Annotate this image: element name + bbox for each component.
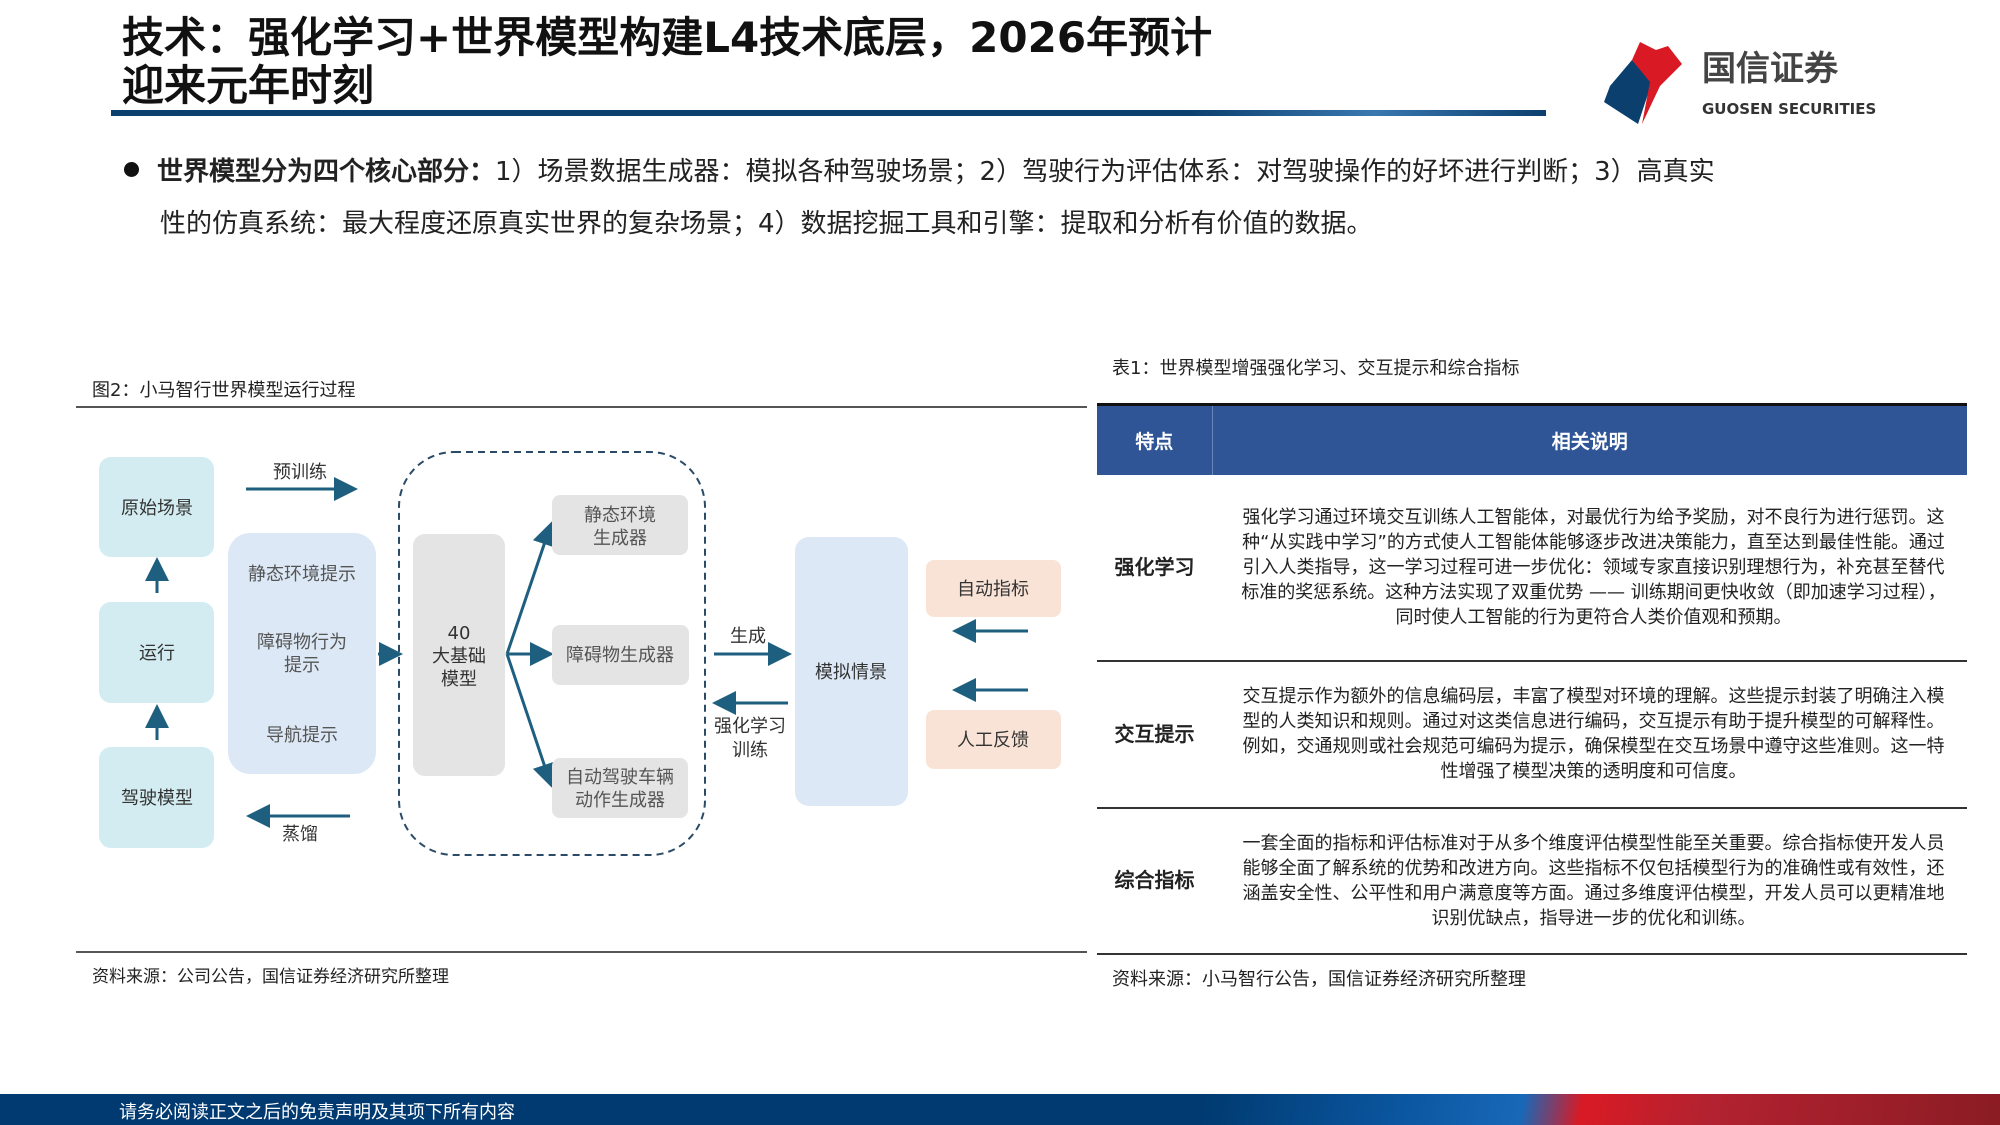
label-nav-prompt: 导航提示 xyxy=(266,725,338,746)
table-header-desc: 相关说明 xyxy=(1212,403,1967,475)
edge-label-generate: 生成 xyxy=(730,626,766,647)
label-run: 运行 xyxy=(139,643,175,664)
row-feature: 交互提示 xyxy=(1097,660,1212,809)
edge-label-distill: 蒸馏 xyxy=(282,824,318,845)
node-base-model xyxy=(413,534,505,776)
label-base-model-3: 模型 xyxy=(441,669,477,690)
table-row: 综合指标一套全面的指标和评估标准对于从多个维度评估模型性能至关重要。综合指标使开… xyxy=(1097,807,1967,955)
generator-group-border xyxy=(398,451,706,856)
label-static-gen-2: 生成器 xyxy=(593,528,647,549)
node-raw-scene xyxy=(99,457,214,557)
row-desc: 强化学习通过环境交互训练人工智能体，对最优行为给予奖励，对不良行为进行惩罚。这种… xyxy=(1212,474,1967,662)
node-sim-scene xyxy=(795,537,908,806)
row-desc: 一套全面的指标和评估标准对于从多个维度评估模型性能至关重要。综合指标使开发人员能… xyxy=(1212,807,1967,955)
label-obstacle-gen: 障碍物生成器 xyxy=(566,645,674,666)
label-base-model-2: 大基础 xyxy=(432,646,486,667)
bullet-paragraph: 世界模型分为四个核心部分：1）场景数据生成器：模拟各种驾驶场景；2）驾驶行为评估… xyxy=(124,146,1914,250)
table-header-feature: 特点 xyxy=(1097,403,1213,475)
table-source: 资料来源：小马智行公告，国信证券经济研究所整理 xyxy=(1112,969,1526,990)
edge-label-rl-2: 训练 xyxy=(732,740,768,761)
title-line-2: 迎来元年时刻 xyxy=(122,61,375,110)
label-sim-scene: 模拟情景 xyxy=(815,662,887,683)
label-action-gen-2: 动作生成器 xyxy=(575,790,665,811)
label-base-model-1: 40 xyxy=(448,623,471,644)
row-desc: 交互提示作为额外的信息编码层，丰富了模型对环境的理解。这些提示封装了明确注入模型… xyxy=(1212,660,1967,809)
feature-table: 特点相关说明 强化学习强化学习通过环境交互训练人工智能体，对最优行为给予奖励，对… xyxy=(1097,403,1967,955)
row-feature: 综合指标 xyxy=(1097,807,1212,955)
bullet-lead: 世界模型分为四个核心部分： xyxy=(157,157,496,187)
edge-label-rl: 强化学习 xyxy=(714,716,786,737)
logo-text-en: GUOSEN SECURITIES xyxy=(1702,100,1876,118)
label-obstacle-prompt-2: 提示 xyxy=(284,655,320,676)
title-rule xyxy=(111,110,1546,116)
footer-disclaimer: 请务必阅读正文之后的免责声明及其项下所有内容 xyxy=(119,1102,515,1123)
figure-bottom-divider xyxy=(76,951,1087,953)
node-obstacle-gen xyxy=(552,625,689,685)
bullet-text-line2: 性的仿真系统：最大程度还原真实世界的复杂场景；4）数据挖掘工具和引擎：提取和分析… xyxy=(160,209,1373,239)
label-human-feedback: 人工反馈 xyxy=(957,730,1029,751)
label-obstacle-prompt: 障碍物行为 xyxy=(257,632,347,653)
bullet-text: 1）场景数据生成器：模拟各种驾驶场景；2）驾驶行为评估体系：对驾驶操作的好坏进行… xyxy=(495,157,1715,187)
arrow-static-gen xyxy=(505,521,556,655)
figure-caption: 图2：小马智行世界模型运行过程 xyxy=(92,380,356,401)
guosen-logo: 国信证券 GUOSEN SECURITIES xyxy=(1604,42,1876,124)
node-run xyxy=(99,602,214,703)
label-static-gen: 静态环境 xyxy=(584,505,656,526)
node-human-feedback xyxy=(926,710,1061,769)
figure-top-divider xyxy=(76,406,1087,408)
edge-label-pretrain: 预训练 xyxy=(273,462,327,483)
logo-text-cn: 国信证券 xyxy=(1702,49,1839,89)
label-raw-scene: 原始场景 xyxy=(121,498,193,519)
table-caption: 表1：世界模型增强强化学习、交互提示和综合指标 xyxy=(1112,358,1520,379)
label-static-prompt: 静态环境提示 xyxy=(248,564,356,585)
bullet-dot-icon xyxy=(124,162,139,177)
label-action-gen: 自动驾驶车辆 xyxy=(566,767,674,788)
figure-source: 资料来源：公司公告，国信证券经济研究所整理 xyxy=(92,967,449,987)
arrow-action-gen xyxy=(505,653,556,788)
node-action-gen xyxy=(552,758,688,818)
title-line-1: 技术：强化学习+世界模型构建L4技术底层，2026年预计 xyxy=(122,13,1213,62)
page-title: 技术：强化学习+世界模型构建L4技术底层，2026年预计迎来元年时刻 xyxy=(122,14,1422,110)
node-driving-model xyxy=(99,747,214,848)
row-feature: 强化学习 xyxy=(1097,474,1212,662)
table-row: 强化学习强化学习通过环境交互训练人工智能体，对最优行为给予奖励，对不良行为进行惩… xyxy=(1097,474,1967,662)
node-static-gen xyxy=(552,495,688,555)
node-auto-metric xyxy=(926,560,1061,617)
label-auto-metric: 自动指标 xyxy=(957,579,1029,600)
footer-bar: 请务必阅读正文之后的免责声明及其项下所有内容 xyxy=(0,1094,2000,1125)
process-diagram: 原始场景 运行 驾驶模型 静态环境提示 障碍物行为 提示 导航提示 40 大基础… xyxy=(99,451,1061,856)
table-row: 交互提示交互提示作为额外的信息编码层，丰富了模型对环境的理解。这些提示封装了明确… xyxy=(1097,660,1967,809)
label-driving-model: 驾驶模型 xyxy=(121,788,193,809)
node-prompts xyxy=(228,533,376,774)
